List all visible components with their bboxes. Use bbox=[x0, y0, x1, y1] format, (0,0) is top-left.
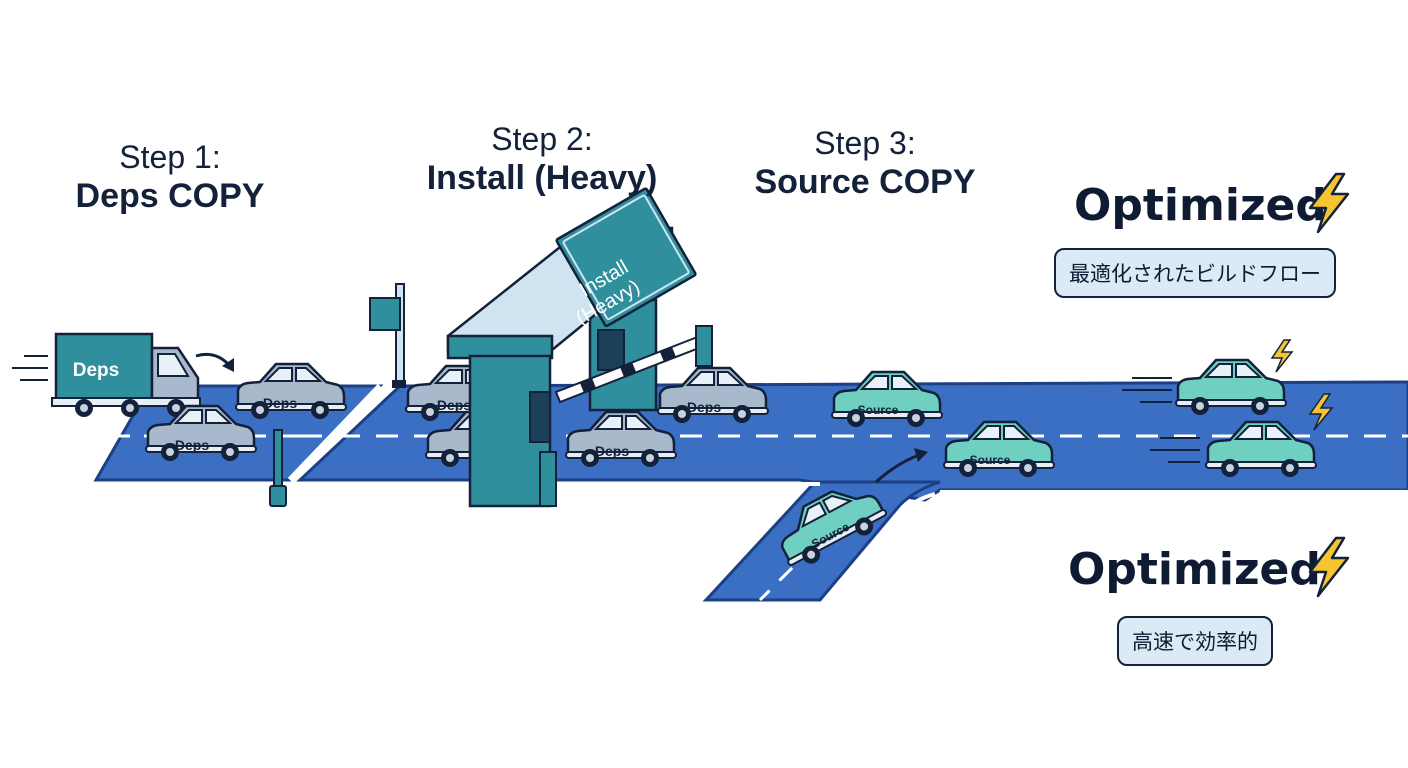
step-3-title: Source COPY bbox=[754, 163, 976, 201]
truck-motion-lines bbox=[12, 355, 48, 381]
step-1-title: Deps COPY bbox=[75, 177, 265, 215]
install-gate: Install (Heavy) bbox=[446, 187, 713, 508]
deps-car-1: Deps bbox=[234, 362, 348, 421]
speed-lines bbox=[1122, 377, 1200, 463]
svg-text:Deps: Deps bbox=[175, 437, 209, 453]
lightning-bolt-icon bbox=[1308, 536, 1350, 598]
svg-text:Deps: Deps bbox=[687, 399, 721, 415]
deps-car-6: Deps bbox=[656, 366, 770, 425]
truck-label: Deps bbox=[73, 360, 119, 381]
lightning-bolt-icon bbox=[1308, 172, 1350, 234]
deps-car-2: Deps bbox=[144, 404, 258, 463]
small-bolt-icon bbox=[1270, 339, 1294, 373]
step-1-label: Step 1: Deps COPY bbox=[50, 138, 290, 216]
step-2-title: Install (Heavy) bbox=[426, 159, 658, 197]
step-2-label: Step 2: Install (Heavy) bbox=[402, 120, 682, 198]
optimized-badge-1: 最適化されたビルドフロー bbox=[1054, 248, 1336, 298]
step-3-number: Step 3: bbox=[814, 125, 916, 161]
deps-truck: Deps bbox=[51, 332, 201, 417]
lamp-post bbox=[369, 283, 406, 388]
svg-text:Source: Source bbox=[858, 403, 899, 417]
small-bolt-icon bbox=[1308, 393, 1334, 431]
step-3-label: Step 3: Source COPY bbox=[730, 124, 1000, 202]
source-car-1: Source bbox=[830, 370, 944, 429]
optimized-car-1 bbox=[1174, 358, 1288, 417]
step-2-number: Step 2: bbox=[491, 121, 593, 157]
svg-text:Deps: Deps bbox=[437, 397, 471, 413]
step-1-number: Step 1: bbox=[119, 139, 221, 175]
optimized-title-1: Optimized bbox=[1074, 180, 1327, 231]
deps-car-5: Deps bbox=[564, 410, 678, 469]
deps-car-3: Deps bbox=[404, 364, 518, 423]
source-car-2: Source bbox=[942, 420, 1056, 479]
svg-text:Deps: Deps bbox=[595, 443, 629, 459]
left-barrier-post bbox=[269, 429, 287, 507]
optimized-title-2: Optimized bbox=[1068, 544, 1321, 595]
svg-text:Source: Source bbox=[970, 453, 1011, 467]
optimized-badge-2: 高速で効率的 bbox=[1117, 616, 1273, 666]
svg-text:Deps: Deps bbox=[263, 395, 297, 411]
